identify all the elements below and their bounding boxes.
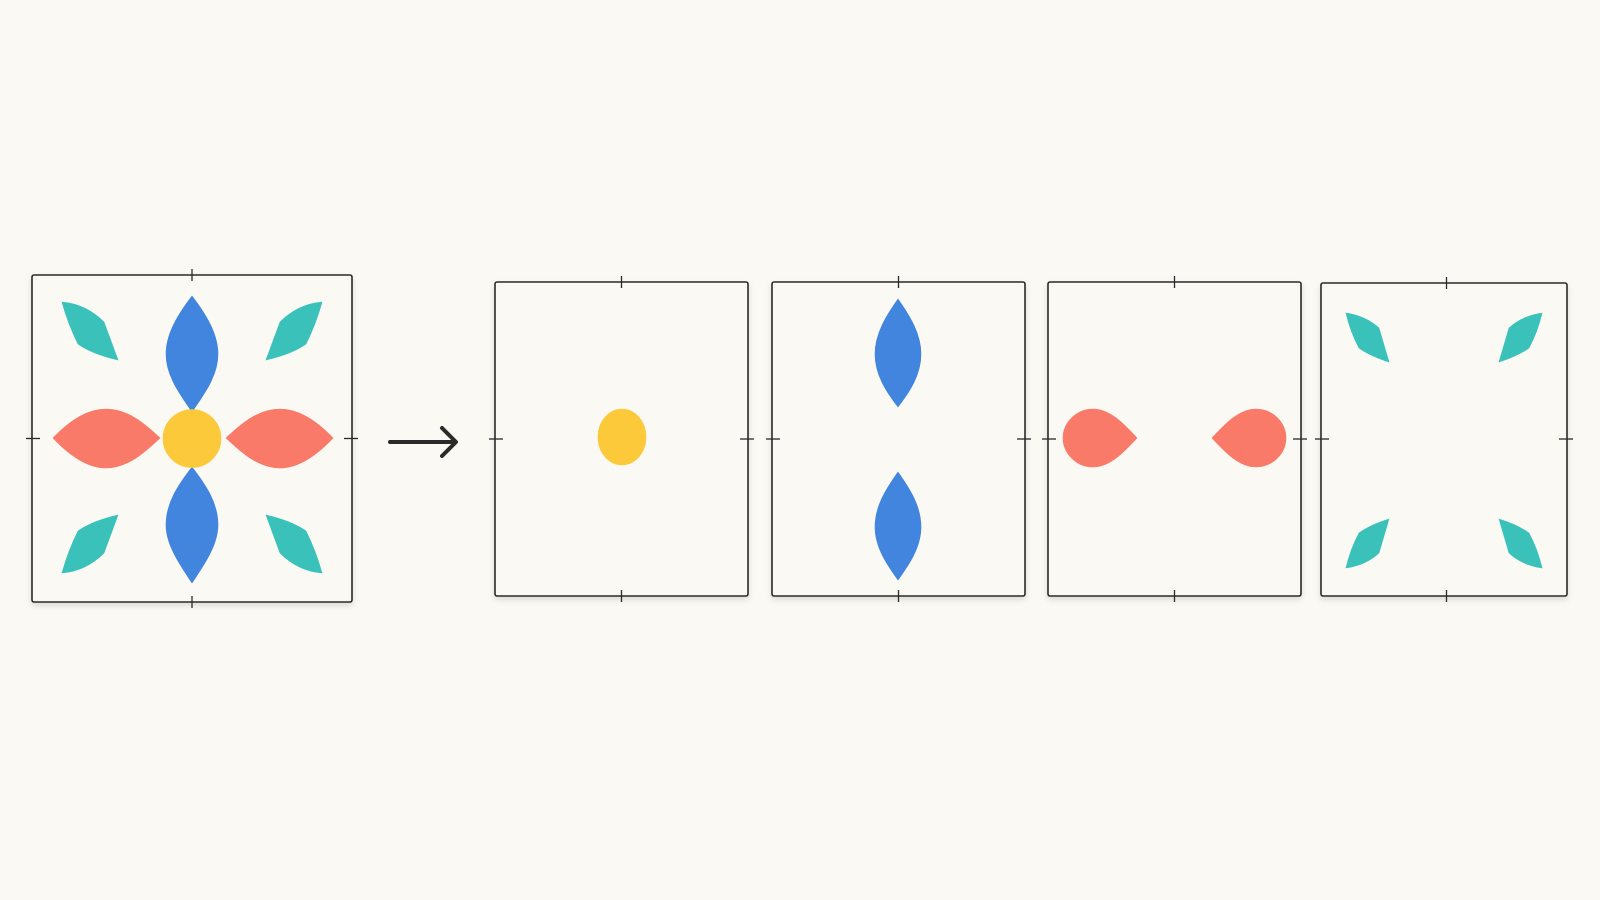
horizontal-petal-shape [225,408,334,469]
corner-leaf-shape [61,514,119,574]
vertical-petal-shape [874,298,922,408]
layer-horizontal-petals-ticks [1042,276,1307,602]
center-disc-shape [162,409,222,468]
vertical-petal-shape [874,471,922,581]
corner-leaf-shape [61,301,119,361]
corner-leaf-shape [265,514,323,574]
horizontal-petal-shape [1211,408,1287,468]
corner-leaf-shape [1498,518,1543,569]
corner-leaf-shape [1498,312,1543,363]
layer-center-disc-ticks [489,276,754,602]
corner-leaf-shape [265,301,323,361]
center-disc-shape [597,408,647,466]
layer-horizontal-petals [1042,276,1307,602]
composite-tile [26,269,358,608]
composite-corner-leaves [61,301,323,574]
right-arrow-icon [388,426,458,458]
layer-vertical-petals-ticks [766,276,1031,602]
vertical-petal-shape [165,466,219,584]
horizontal-petal-shape [52,408,161,469]
corner-leaf-shape [1345,518,1390,569]
layer-center-disc [489,276,754,602]
layer-corner-leaves-ticks [1315,277,1573,602]
layer-vertical-petals [766,276,1031,602]
corner-leaf-shape [1345,312,1390,363]
composite-vertical-petals [165,295,219,584]
composite-horizontal-petals [52,408,334,469]
horizontal-petal-shape [1062,408,1138,468]
composite-tile-ticks [26,269,358,608]
layer-corner-leaves [1315,277,1573,602]
